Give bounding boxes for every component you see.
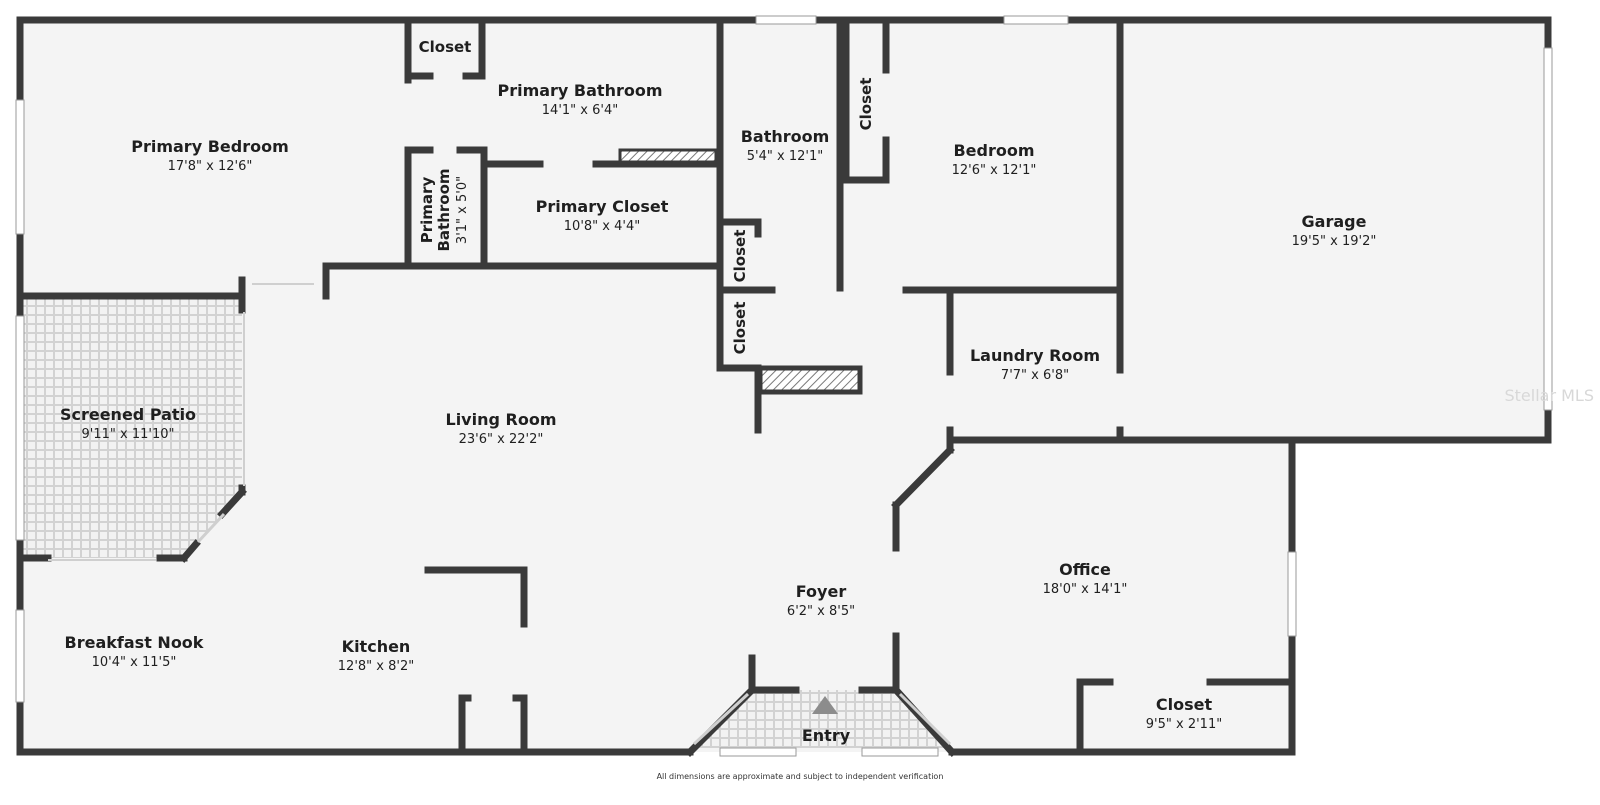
primary-bathroom-name: Primary Bathroom bbox=[497, 81, 662, 100]
primary-closet-name: Primary Closet bbox=[536, 197, 669, 216]
bath-vanity-hatch bbox=[618, 148, 718, 164]
entry-name: Entry bbox=[802, 726, 851, 745]
footnote: All dimensions are approximate and subje… bbox=[656, 772, 944, 781]
entry-floor bbox=[690, 690, 952, 748]
entry-arrow-icon bbox=[812, 696, 838, 714]
screened-patio-name: Screened Patio bbox=[60, 405, 196, 424]
windows bbox=[15, 15, 1553, 757]
garage-name: Garage bbox=[1302, 212, 1367, 231]
screened-patio-dim: 9'11" x 11'10" bbox=[82, 427, 175, 442]
closet-top-name: Closet bbox=[419, 38, 472, 56]
office-dim: 18'0" x 14'1" bbox=[1043, 582, 1128, 597]
breakfast-nook-dim: 10'4" x 11'5" bbox=[92, 655, 177, 670]
laundry-room-dim: 7'7" x 6'8" bbox=[1001, 368, 1069, 383]
primary-bathroom-small-name2: Bathroom bbox=[435, 168, 453, 251]
office-name: Office bbox=[1059, 560, 1111, 579]
primary-bathroom-small-label: Primary Bathroom 3'1" x 5'0" bbox=[418, 168, 470, 251]
primary-bedroom-dim: 17'8" x 12'6" bbox=[168, 159, 253, 174]
kitchen-name: Kitchen bbox=[342, 637, 411, 656]
foyer-dim: 6'2" x 8'5" bbox=[787, 604, 855, 619]
bedroom-dim: 12'6" x 12'1" bbox=[952, 163, 1037, 178]
garage-dim: 19'5" x 19'2" bbox=[1292, 234, 1377, 249]
bathroom-dim: 5'4" x 12'1" bbox=[747, 149, 823, 164]
bathroom-name: Bathroom bbox=[741, 127, 830, 146]
breakfast-nook-name: Breakfast Nook bbox=[65, 633, 204, 652]
hall-counter-hatch bbox=[757, 365, 863, 395]
closet-hall-1-name: Closet bbox=[731, 230, 749, 283]
closet-office-name: Closet bbox=[1156, 695, 1213, 714]
laundry-room-name: Laundry Room bbox=[970, 346, 1100, 365]
primary-bathroom-small-dim: 3'1" x 5'0" bbox=[455, 176, 470, 244]
foyer-name: Foyer bbox=[796, 582, 847, 601]
primary-closet-dim: 10'8" x 4'4" bbox=[564, 219, 640, 234]
closet-office-dim: 9'5" x 2'11" bbox=[1146, 717, 1222, 732]
closet-hall-2-name: Closet bbox=[731, 302, 749, 355]
primary-bedroom-name: Primary Bedroom bbox=[131, 137, 289, 156]
living-room-name: Living Room bbox=[446, 410, 557, 429]
closet-bed-name: Closet bbox=[857, 78, 875, 131]
primary-bathroom-dim: 14'1" x 6'4" bbox=[542, 103, 618, 118]
screened-patio-floor bbox=[22, 298, 242, 558]
living-room-dim: 23'6" x 22'2" bbox=[459, 432, 544, 447]
watermark: Stellar MLS bbox=[1504, 386, 1594, 405]
primary-bathroom-small-name1: Primary bbox=[418, 177, 436, 244]
room-labels: Primary Bedroom 17'8" x 12'6" Closet Pri… bbox=[60, 38, 1376, 745]
floor-fill bbox=[20, 20, 1552, 760]
kitchen-dim: 12'8" x 8'2" bbox=[338, 659, 414, 674]
bedroom-name: Bedroom bbox=[953, 141, 1034, 160]
